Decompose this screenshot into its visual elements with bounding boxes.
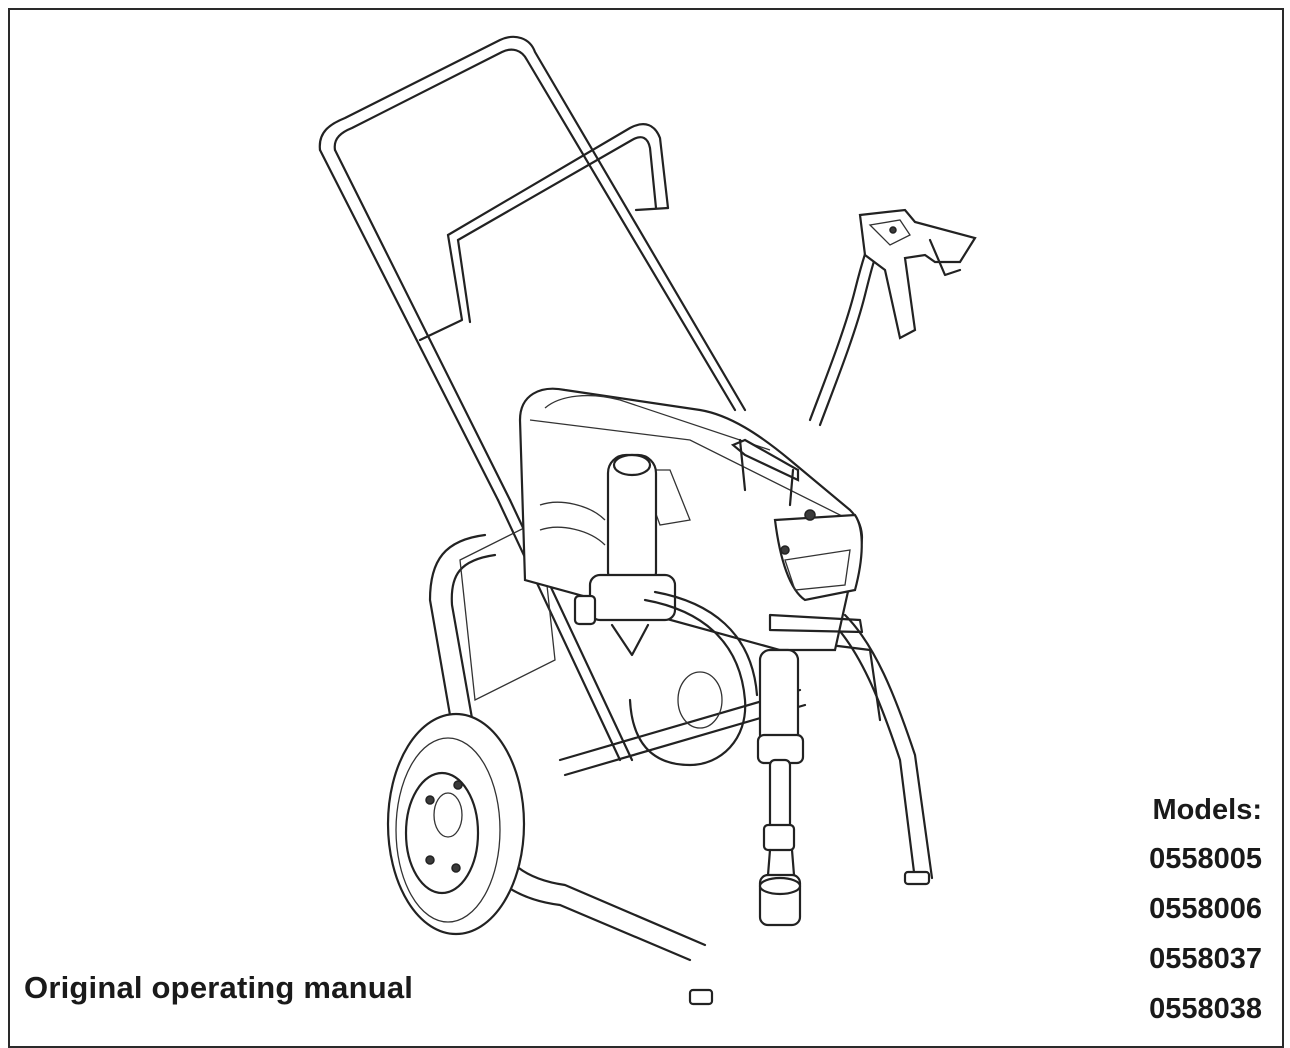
model-list-block: Models: 0558005 0558006 0558037 0558038 [1149, 786, 1262, 1034]
paint-sprayer-illustration [318, 35, 977, 1006]
model-number: 0558037 [1149, 943, 1262, 975]
wheel-icon [386, 712, 526, 936]
model-number: 0558006 [1149, 893, 1262, 925]
spray-gun-icon [808, 208, 977, 427]
pump-icon [539, 453, 805, 927]
motor-housing-icon [518, 387, 864, 652]
model-number: 0558005 [1149, 843, 1262, 875]
model-number: 0558038 [1149, 993, 1262, 1025]
models-label: Models: [1152, 794, 1262, 826]
manual-title: Original operating manual [24, 970, 414, 1005]
model-list: 0558005 0558006 0558037 0558038 [1149, 834, 1262, 1034]
